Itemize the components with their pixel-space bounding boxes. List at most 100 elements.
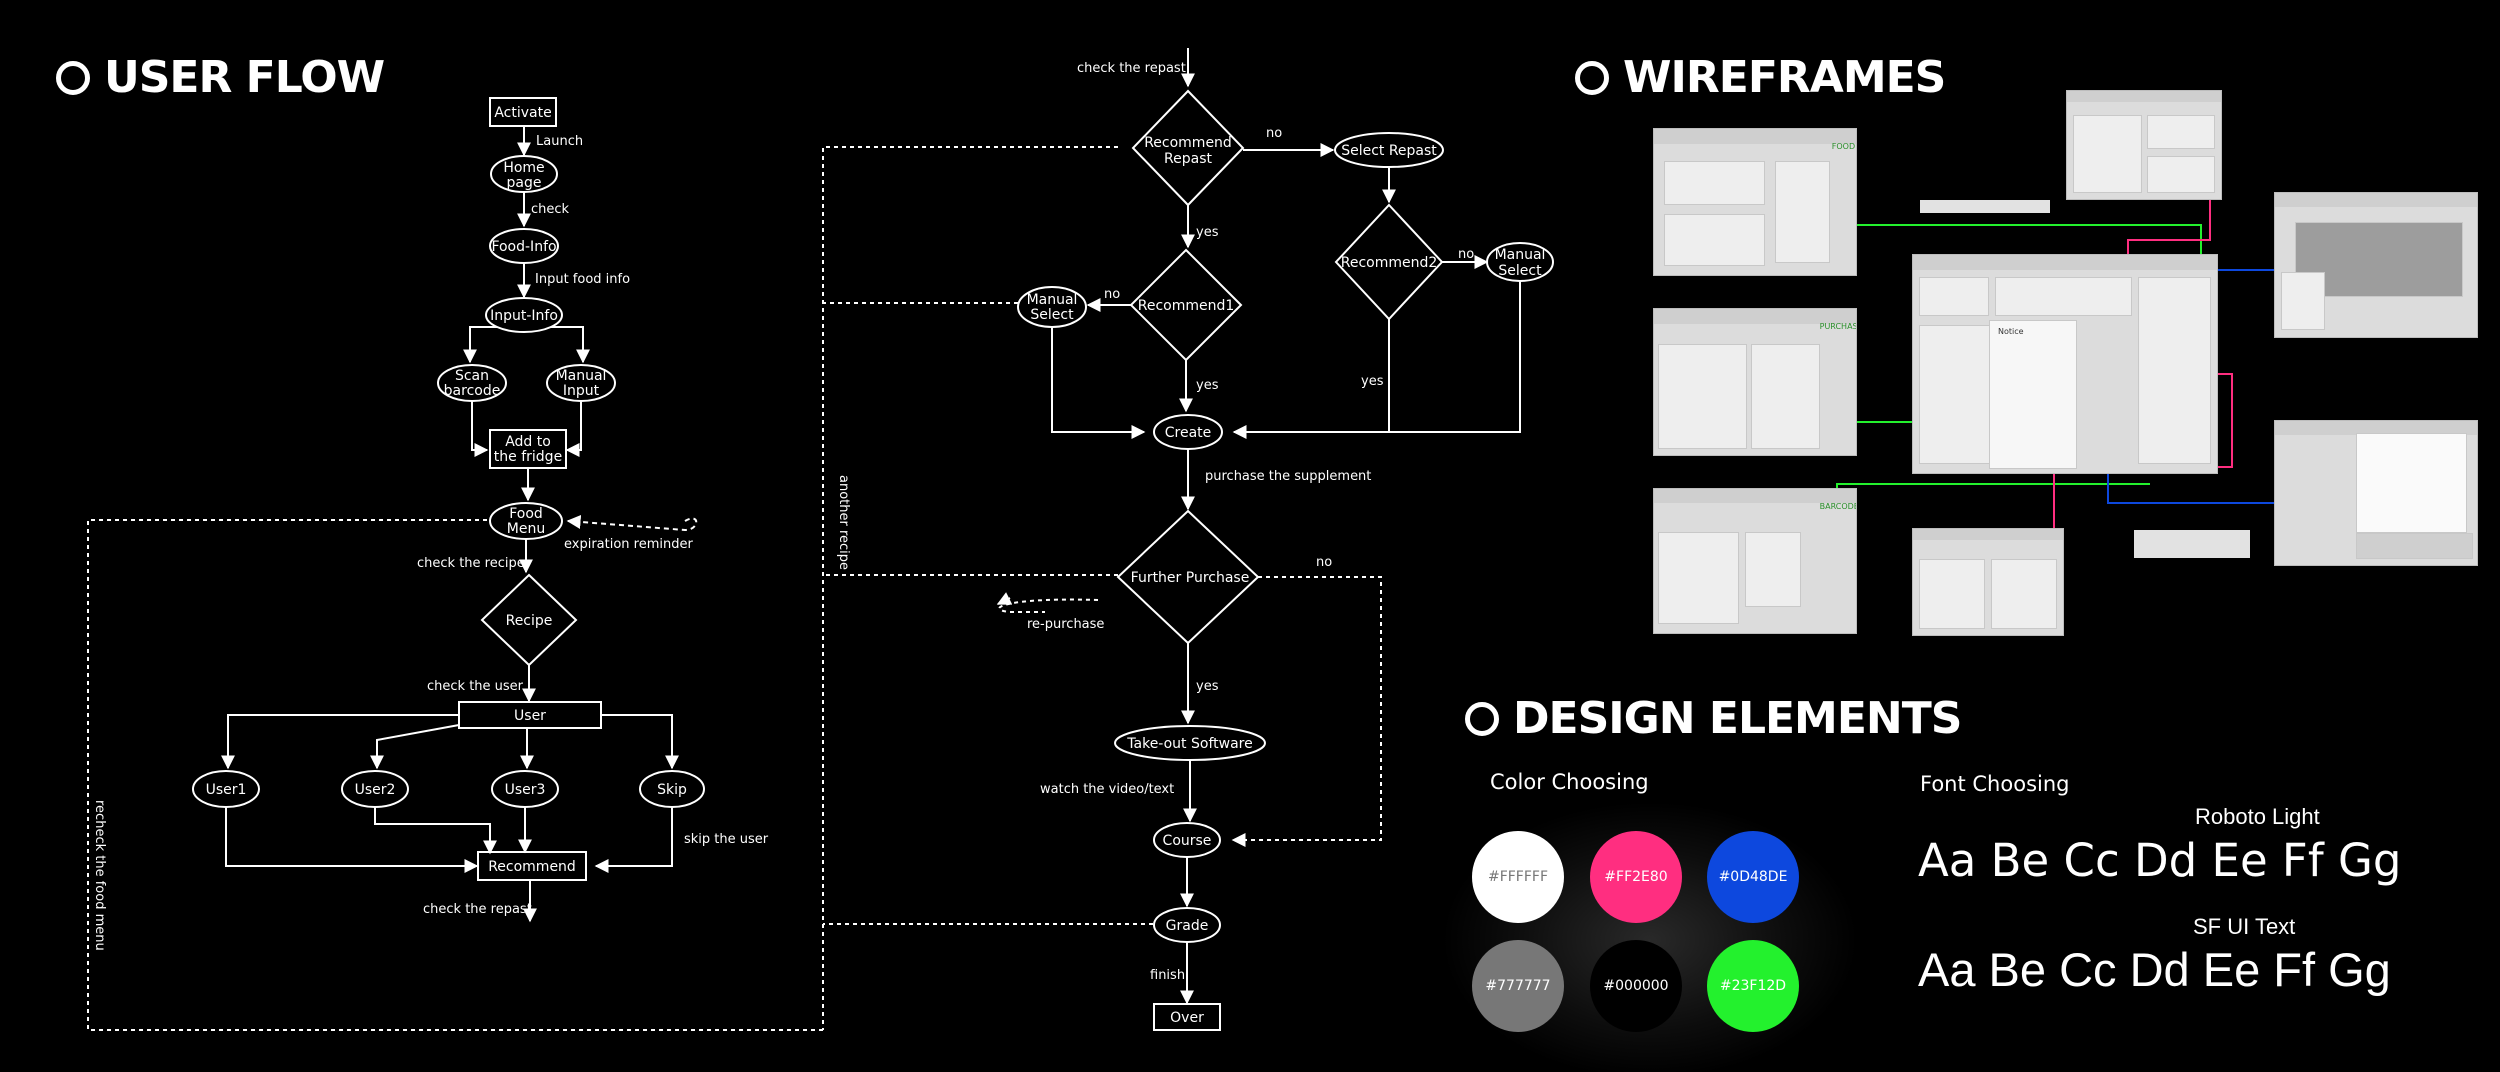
font-name-sf-ui: SF UI Text: [2193, 914, 2296, 939]
swatch-label: #FF2E80: [1604, 869, 1668, 885]
manual-select-left-text-1: Manual: [1027, 292, 1078, 308]
label-check-the-repast-top: check the repast: [1077, 61, 1186, 76]
manual-input-text-1: Manual: [556, 368, 607, 384]
manual-select-right-text-2: Select: [1498, 263, 1542, 279]
wireframe-tag-purchase: PURCHASE: [1819, 322, 1856, 332]
wireframe-card: [1995, 276, 2132, 317]
wireframe-card: [1919, 276, 1989, 317]
label-yes-2: yes: [1196, 378, 1219, 393]
wireframe-settings: [2066, 90, 2222, 200]
wireframe-header: [2275, 421, 2477, 436]
label-no-4: no: [1316, 555, 1332, 570]
manual-input-text-2: Input: [563, 383, 600, 399]
select-repast-text: Select Repast: [1341, 143, 1437, 159]
wireframe-card: [1750, 344, 1820, 450]
label-no-1: no: [1266, 126, 1282, 141]
wireframe-card: [2281, 272, 2326, 330]
label-skip-the-user: skip the user: [684, 832, 769, 847]
fridge-text-2: the fridge: [494, 449, 562, 465]
input-info-node: [485, 297, 563, 333]
user3-text: User3: [505, 782, 546, 798]
wireframe-notice: Notice: [1989, 320, 2078, 469]
recommend-repast-text-2: Repast: [1164, 151, 1212, 167]
takeout-text: Take-out Software: [1126, 736, 1252, 752]
label-yes-1: yes: [1196, 225, 1219, 240]
design-elements-title-text: DESIGN ELEMENTS: [1513, 693, 1962, 744]
recommend-repast-text-1: Recommend: [1144, 135, 1232, 151]
wireframes-title-text: WIREFRAMES: [1623, 52, 1946, 103]
color-swatch: #000000: [1590, 940, 1682, 1032]
further-purchase-text: Further Purchase: [1131, 570, 1250, 586]
wireframe-keyboard: [2274, 420, 2478, 566]
wireframe-card: [1664, 213, 1766, 267]
user-text: User: [514, 708, 546, 724]
label-expiration-reminder: expiration reminder: [564, 537, 693, 552]
label-re-purchase: re-purchase: [1027, 617, 1104, 632]
wireframe-placeholder: [2134, 530, 2250, 558]
home-text-2: page: [507, 175, 542, 191]
swatch-label: #0D48DE: [1718, 869, 1788, 885]
wireframe-placeholder: [1920, 200, 2050, 213]
over-text: Over: [1170, 1010, 1204, 1026]
font-choosing-label: Font Choosing: [1920, 772, 2070, 796]
label-another-recipe: another recipe: [836, 475, 851, 570]
circle-icon: [1465, 701, 1499, 736]
swatch-label: #23F12D: [1719, 978, 1787, 994]
wireframe-header: [1913, 255, 2217, 271]
color-choosing-label: Color Choosing: [1490, 770, 1649, 794]
manual-select-right-text-1: Manual: [1495, 247, 1546, 263]
recommend1-text: Recommend1: [1138, 298, 1235, 314]
swatch-label: #777777: [1485, 978, 1551, 994]
course-text: Course: [1163, 833, 1212, 849]
user1-text: User1: [206, 782, 247, 798]
wireframe-header: [2275, 193, 2477, 208]
label-finish: finish: [1150, 968, 1185, 983]
color-swatch: #23F12D: [1707, 940, 1799, 1032]
wireframe-card: [1991, 558, 2057, 629]
label-purchase-the-supplement: purchase the supplement: [1205, 469, 1371, 484]
font-sample-sf-ui: Aa Be Cc Dd Ee Ff Gg: [1918, 943, 2391, 996]
user2-text: User2: [355, 782, 396, 798]
label-check-the-user: check the user: [427, 679, 524, 694]
swatch-label: #000000: [1603, 978, 1669, 994]
color-swatch: #0D48DE: [1707, 831, 1799, 923]
wireframe-keyboard-keys: [2355, 533, 2473, 560]
skip-text: Skip: [657, 782, 687, 798]
create-text: Create: [1165, 425, 1212, 441]
wireframe-header: [2067, 91, 2221, 102]
color-swatch: #777777: [1472, 940, 1564, 1032]
wireframe-tag-food: FOOD: [1831, 142, 1856, 152]
label-check-the-repast-bottom: check the repast: [423, 902, 532, 917]
wireframe-card: [2147, 114, 2215, 150]
wireframe-header: [1654, 489, 1856, 504]
user-flow-title: USER FLOW: [56, 52, 385, 103]
scan-text-2: barcode: [444, 383, 501, 399]
label-input-food-info: Input food info: [535, 272, 630, 287]
wireframe-card: [1658, 344, 1747, 450]
grade-text: Grade: [1166, 918, 1209, 934]
font-name-roboto: Roboto Light: [2195, 804, 2320, 829]
recipe-text: Recipe: [506, 613, 553, 629]
wireframe-card: [1744, 532, 1802, 608]
wireframe-header: [1654, 309, 1856, 324]
label-recheck-the-food-menu: recheck the food menu: [92, 800, 107, 951]
swatch-label: #FFFFFF: [1487, 869, 1549, 885]
label-check-the-recipe: check the recipe: [417, 556, 525, 571]
wireframe-barcode: BARCODE: [1653, 488, 1857, 634]
food-menu-text-1: Food: [509, 506, 543, 522]
font-sample-roboto: Aa Be Cc Dd Ee Ff Gg: [1918, 834, 2402, 887]
label-no-2: no: [1104, 287, 1120, 302]
wireframes-title: WIREFRAMES: [1575, 52, 1946, 103]
recommend-text: Recommend: [488, 859, 576, 875]
circle-icon: [1575, 60, 1609, 95]
label-no-3: no: [1458, 247, 1474, 262]
label-launch: Launch: [536, 134, 583, 149]
wireframe-food: FOOD: [1653, 128, 1857, 276]
wireframe-notice-label: Notice: [1998, 327, 2024, 337]
wireframe-header: [1654, 129, 1856, 144]
recommend-node: [477, 851, 587, 881]
wireframe-card: [1664, 161, 1766, 205]
user-flow-title-text: USER FLOW: [104, 52, 385, 103]
